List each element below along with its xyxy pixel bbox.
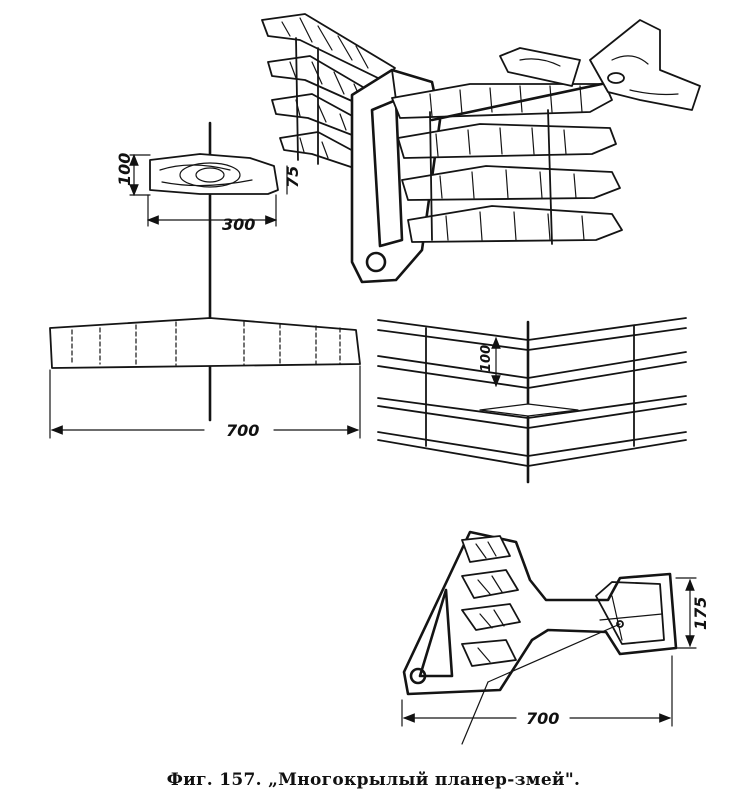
side-view: 175 700 <box>401 530 710 745</box>
front-wing-stack <box>391 83 623 245</box>
wing-stack-view: 100 <box>377 317 687 484</box>
profile-rear-height-label: 75 <box>283 166 302 188</box>
wing-gap-label: 100 <box>479 345 494 372</box>
isometric-view <box>261 13 701 284</box>
wing-span-label: 700 <box>226 421 259 440</box>
side-height-label: 175 <box>691 597 710 630</box>
profile-chord-label: 300 <box>222 215 255 234</box>
profile-height-label: 100 <box>115 153 134 186</box>
isometric-tail <box>430 19 701 122</box>
figure-caption: Фиг. 157. „Многокрылый планер-змей". <box>166 770 581 790</box>
back-wing-stack <box>261 13 396 171</box>
side-length-label: 700 <box>526 709 559 728</box>
front-view: 100 75 300 700 <box>49 121 361 440</box>
